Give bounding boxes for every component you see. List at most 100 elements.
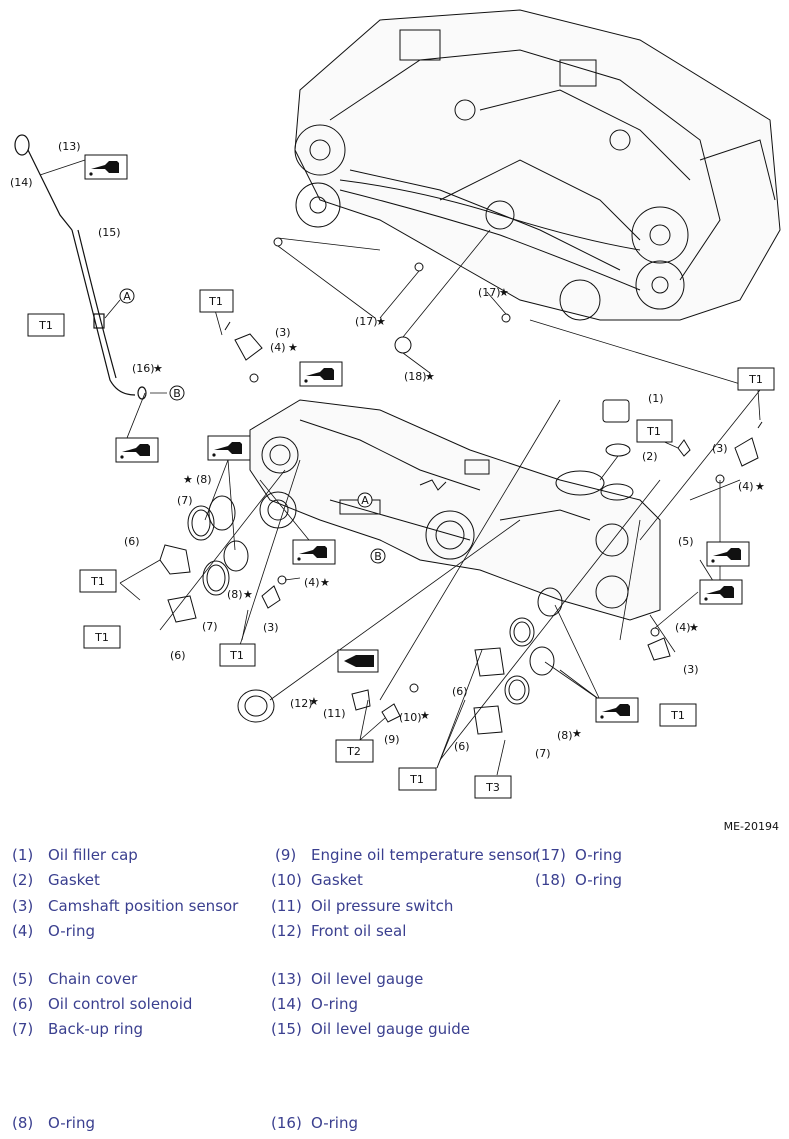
legend-item: (16)O-ring xyxy=(271,1114,358,1132)
svg-text:(12): (12) xyxy=(290,697,313,710)
svg-text:★: ★ xyxy=(420,709,430,722)
t1-tag: T1 xyxy=(659,703,697,727)
svg-text:(9): (9) xyxy=(384,733,400,746)
t3-tag: T3 xyxy=(474,775,512,799)
svg-text:(7): (7) xyxy=(202,620,218,633)
svg-text:(4): (4) xyxy=(270,341,286,354)
svg-text:(4): (4) xyxy=(675,621,691,634)
svg-text:★: ★ xyxy=(320,576,330,589)
oil-can-icon xyxy=(115,437,159,463)
svg-text:★: ★ xyxy=(376,315,386,328)
t2-tag: T2 xyxy=(335,739,374,763)
svg-text:(3): (3) xyxy=(683,663,699,676)
oil-can-icon xyxy=(292,539,336,565)
svg-text:★: ★ xyxy=(755,480,765,493)
legend-item: (11)Oil pressure switch xyxy=(271,897,454,915)
svg-text:T1: T1 xyxy=(409,773,424,786)
legend-item: (18)O-ring xyxy=(535,871,622,889)
svg-text:A: A xyxy=(361,494,369,507)
oil-level-gauge xyxy=(14,134,147,400)
legend-item: (17)O-ring xyxy=(535,846,622,864)
oil-can-icon xyxy=(699,579,743,605)
callout-labels: (13) (14) (15) (16) ★ (17) ★ (17) ★ (18)… xyxy=(10,140,765,760)
sealant-tube-icon xyxy=(337,649,379,673)
t1-tag: T1 xyxy=(737,367,775,391)
svg-text:T1: T1 xyxy=(38,319,53,332)
svg-text:(7): (7) xyxy=(177,494,193,507)
svg-text:(17): (17) xyxy=(355,315,378,328)
svg-text:★: ★ xyxy=(425,370,435,383)
parts xyxy=(159,237,763,735)
svg-text:(6): (6) xyxy=(454,740,470,753)
svg-text:(8): (8) xyxy=(196,473,212,486)
t1-tag: T1 xyxy=(199,289,234,313)
svg-text:★: ★ xyxy=(572,727,582,740)
legend-item: (15)Oil level gauge guide xyxy=(271,1020,471,1038)
chain-cover-body xyxy=(249,399,661,621)
svg-text:(16): (16) xyxy=(132,362,155,375)
oil-can-icon xyxy=(207,435,251,461)
svg-text:(13): (13) xyxy=(58,140,81,153)
svg-text:B: B xyxy=(374,550,382,563)
legend-item: (14)O-ring xyxy=(271,995,358,1013)
svg-text:(8): (8) xyxy=(557,729,573,742)
svg-text:(10): (10) xyxy=(399,711,422,724)
svg-text:★: ★ xyxy=(288,341,298,354)
oil-can-icon xyxy=(299,361,343,387)
svg-text:(11): (11) xyxy=(323,707,346,720)
svg-text:T1: T1 xyxy=(748,373,763,386)
svg-text:(2): (2) xyxy=(642,450,658,463)
svg-text:(17): (17) xyxy=(478,286,501,299)
svg-text:T1: T1 xyxy=(94,631,109,644)
t1-tag: T1 xyxy=(79,569,117,593)
legend-item: (3)Camshaft position sensor xyxy=(12,897,239,915)
svg-text:(5): (5) xyxy=(678,535,694,548)
figure-code: ME-20194 xyxy=(723,820,779,833)
legend-item: (12)Front oil seal xyxy=(271,922,407,940)
svg-text:(3): (3) xyxy=(275,326,291,339)
legend-item: (6)Oil control solenoid xyxy=(12,995,193,1013)
svg-text:★: ★ xyxy=(309,695,319,708)
svg-text:(3): (3) xyxy=(263,621,279,634)
svg-text:(3): (3) xyxy=(712,442,728,455)
svg-text:(18): (18) xyxy=(404,370,427,383)
legend-item: (1)Oil filler cap xyxy=(12,846,138,864)
oil-can-icon xyxy=(706,541,750,567)
legend-item: (9)Engine oil temperature sensor xyxy=(275,846,539,864)
legend-item: (13)Oil level gauge xyxy=(271,970,424,988)
svg-text:★: ★ xyxy=(243,588,253,601)
svg-text:A: A xyxy=(123,290,131,303)
svg-text:(7): (7) xyxy=(535,747,551,760)
legend-item: (8)O-ring xyxy=(12,1114,95,1132)
oil-can-icon xyxy=(84,154,128,180)
svg-text:T1: T1 xyxy=(208,295,223,308)
svg-text:★: ★ xyxy=(499,286,509,299)
parts-legend: (1)Oil filler cap (2)Gasket (3)Camshaft … xyxy=(0,840,789,1139)
legend-item: (5)Chain cover xyxy=(12,970,138,988)
svg-text:T1: T1 xyxy=(646,425,661,438)
engine-block-upper xyxy=(294,9,781,321)
svg-text:T1: T1 xyxy=(670,709,685,722)
exploded-view-diagram: T1 T1 T1 T1 T1 T1 T1 T1 T1 T2 T3 A B A B… xyxy=(10,9,781,799)
svg-text:T2: T2 xyxy=(346,745,361,758)
svg-text:T3: T3 xyxy=(485,781,500,794)
svg-text:★: ★ xyxy=(153,362,163,375)
legend-item: (4)O-ring xyxy=(12,922,95,940)
oil-can-icon xyxy=(595,697,639,723)
svg-text:(8): (8) xyxy=(227,588,243,601)
torque-tags: T1 T1 T1 T1 T1 T1 T1 T1 T1 T2 T3 xyxy=(27,289,775,799)
svg-text:(6): (6) xyxy=(170,649,186,662)
t1-tag: T1 xyxy=(636,419,673,443)
legend-item: (2)Gasket xyxy=(12,871,100,889)
legend-item: (10)Gasket xyxy=(271,871,363,889)
svg-text:(6): (6) xyxy=(124,535,140,548)
t1-tag: T1 xyxy=(27,313,65,337)
t1-tag: T1 xyxy=(219,643,256,667)
svg-text:(6): (6) xyxy=(452,685,468,698)
svg-text:T1: T1 xyxy=(229,649,244,662)
svg-text:(1): (1) xyxy=(648,392,664,405)
svg-text:(15): (15) xyxy=(98,226,121,239)
svg-text:★: ★ xyxy=(183,473,193,486)
t1-tag: T1 xyxy=(398,767,437,791)
svg-text:★: ★ xyxy=(689,621,699,634)
